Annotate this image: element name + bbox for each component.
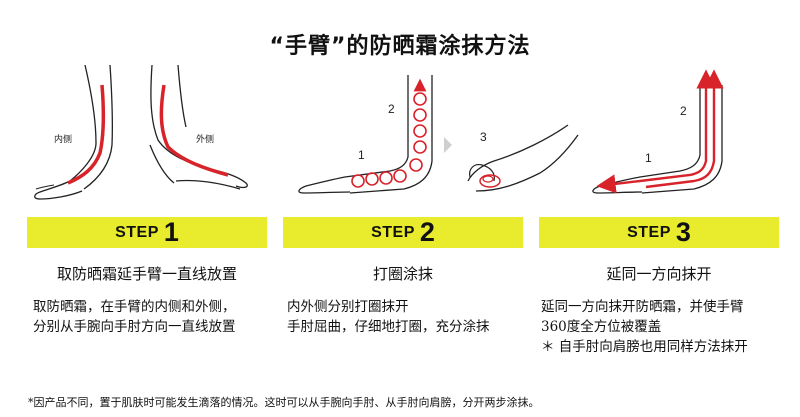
outer-side-label: 外侧 (196, 133, 214, 144)
next-triangle-icon (444, 137, 452, 153)
step2-bar: STEP 2 (283, 217, 523, 248)
step2-word: STEP (371, 223, 415, 241)
illustration-area: 内侧 外侧 1 2 3 (34, 65, 724, 200)
footnote: *因产品不同，置于肌肤时可能发生滴落的情况。这时可以从手腕向手肘、从手肘向肩膀，… (28, 396, 540, 409)
step3-number: 3 (675, 217, 691, 247)
step3-word: STEP (627, 223, 671, 241)
step2-number: 2 (419, 217, 435, 247)
step1-number: 1 (163, 217, 179, 247)
step1-description: 取防晒霜，在手臂的内侧和外侧， 分别从手腕向手肘方向一直线放置 (33, 297, 273, 337)
step1-desc-line: 分别从手腕向手肘方向一直线放置 (33, 319, 236, 335)
step2-marker-1: 1 (358, 148, 365, 162)
step1-desc-line: 取防晒霜，在手臂的内侧和外侧， (33, 299, 236, 315)
page-title: “手臂”的防晒霜涂抹方法 (269, 34, 531, 59)
step3-bar: STEP 3 (539, 217, 779, 248)
step3-description: 延同一方向抹开防晒霜，并使手臂 360度全方位被覆盖 ＊ 自手肘向肩膀也用同样方… (541, 297, 791, 357)
step1-bar: STEP 1 (27, 217, 267, 248)
step3-marker-1: 1 (645, 151, 652, 165)
step2-description: 内外侧分别打圈抹开 手肘屈曲，仔细地打圈，充分涂抹 (287, 297, 527, 337)
step1-outer-arm-illustration: 外侧 (149, 65, 248, 190)
step2-desc-line: 手肘屈曲，仔细地打圈，充分涂抹 (287, 319, 490, 335)
step3-desc-line: ＊ 自手肘向肩膀也用同样方法抹开 (541, 339, 748, 355)
step2-subtitle: 打圈涂抹 (372, 265, 433, 283)
inner-side-label: 内侧 (54, 133, 72, 144)
step3-subtitle: 延同一方向抹开 (606, 265, 712, 283)
step2-arm-illustration: 1 2 (298, 75, 433, 194)
step1-subtitle: 取防晒霜延手臂一直线放置 (56, 265, 237, 283)
step3-arm-illustration: 1 2 (592, 69, 724, 194)
step3-desc-line: 延同一方向抹开防晒霜，并使手臂 (541, 299, 744, 315)
step3-marker-2: 2 (680, 104, 687, 118)
step3-desc-line: 360度全方位被覆盖 (541, 319, 662, 335)
step1-inner-arm-illustration: 内侧 (34, 65, 114, 200)
step1-word: STEP (115, 223, 159, 241)
step2-marker-3: 3 (480, 130, 487, 144)
step2-desc-line: 内外侧分别打圈抹开 (287, 299, 409, 315)
step2-elbow-detail-illustration: 3 (467, 124, 579, 192)
step2-marker-2: 2 (388, 102, 395, 116)
